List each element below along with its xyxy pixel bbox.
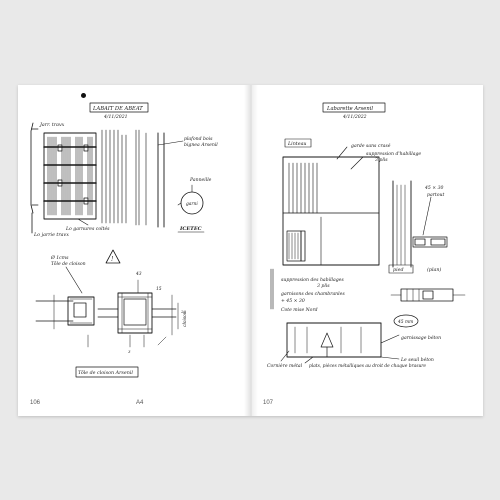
right-folio: 107 <box>263 400 274 406</box>
label-plan: (plan) <box>427 266 441 273</box>
label-pied: pied <box>393 267 404 273</box>
label-right-2: bignea Arsenil <box>184 142 218 148</box>
right-title: Labarette Arsenil <box>326 106 373 112</box>
gutter-shadow <box>244 85 258 416</box>
label-bottom-3: garnissage béton <box>401 334 441 341</box>
right-top-sketch: Labarette Arsenil 4/11/2022 Linteau gard… <box>282 102 448 268</box>
sketch-bottom-title: Tôle de cloison Arsenil <box>78 369 133 376</box>
label-mid-5: Cote mise Nord <box>281 307 318 313</box>
label-frame-top: Jarr. travx <box>39 122 65 128</box>
svg-text:!: ! <box>111 256 114 263</box>
left-section: A4 <box>136 400 144 406</box>
sketch-title: LABAIT DE ABEAT <box>92 106 143 112</box>
label-note-1: garde sans crasé <box>351 142 391 149</box>
label-mid-1: suppression des habillages <box>281 277 344 283</box>
label-bottom-1: Cornière métal <box>267 362 303 369</box>
dim-c: 20 <box>180 309 187 314</box>
left-folio: 106 <box>30 400 41 406</box>
label-bottom-2: plats, pièces métalliques au droit de ch… <box>309 364 426 369</box>
sketch-bottom-title-box <box>75 366 139 378</box>
elevation-sketch: LABAIT DE ABEAT 4/11/2021 Jarr. travx Lo… <box>30 102 218 238</box>
label-frame-bottom: Lo jarrie travx <box>33 232 69 238</box>
label-bottom-4: Le seuil béton <box>400 356 434 363</box>
label-circle-1: Panneille <box>189 177 212 183</box>
label-right-1: plafond bois <box>184 136 213 142</box>
dim-b: 15 <box>156 287 162 292</box>
label-mid-4: + 45 × 30 <box>281 298 305 304</box>
dim-a: 43 <box>135 272 142 277</box>
right-bottom-sketch: garnissage béton Le seuil béton Cornière… <box>267 322 441 369</box>
right-page: Labarette Arsenil 4/11/2022 Linteau gard… <box>251 85 483 416</box>
sketch-date: 4/11/2021 <box>103 114 128 120</box>
label-mid-dim: 45 mm <box>397 320 413 325</box>
label-note-3: 3 plis <box>375 157 388 163</box>
label-circle-2: garni <box>186 202 198 207</box>
label-e: 3 <box>128 349 131 354</box>
sketch-title-box <box>89 102 149 113</box>
right-page-sketches: Labarette Arsenil 4/11/2022 Linteau gard… <box>267 102 466 369</box>
label-dim: 45 × 30 <box>424 185 444 191</box>
label-mid-3: garnisons des chambranles <box>281 291 345 297</box>
right-middle-sketch: suppression des habillages 3 plis garnis… <box>270 264 466 328</box>
binding-hole <box>81 93 86 98</box>
label-lintel: Linteau <box>287 141 307 147</box>
label-mid-2: 3 plis <box>317 283 330 289</box>
right-date: 4/11/2022 <box>342 114 367 120</box>
label-top-2: Tôle de cloison <box>51 260 86 267</box>
left-page-sketches: LABAIT DE ABEAT 4/11/2021 Jarr. travx Lo… <box>30 102 218 378</box>
label-bottom: Lo garnures coltés <box>65 225 110 232</box>
section-sketch: Ø 1cms Tôle de cloison ! 43 15 <box>35 249 188 378</box>
label-dim-2: partout <box>427 192 444 198</box>
label-brand: ICETEC <box>179 226 202 232</box>
left-page: LABAIT DE ABEAT 4/11/2021 Jarr. travx Lo… <box>18 85 250 416</box>
label-side: cloison <box>183 311 188 327</box>
label-top-1: Ø 1cms <box>50 254 69 261</box>
book-spread: LABAIT DE ABEAT 4/11/2021 Jarr. travx Lo… <box>18 85 483 416</box>
label-note-2: suppression d'habillage <box>366 151 421 157</box>
